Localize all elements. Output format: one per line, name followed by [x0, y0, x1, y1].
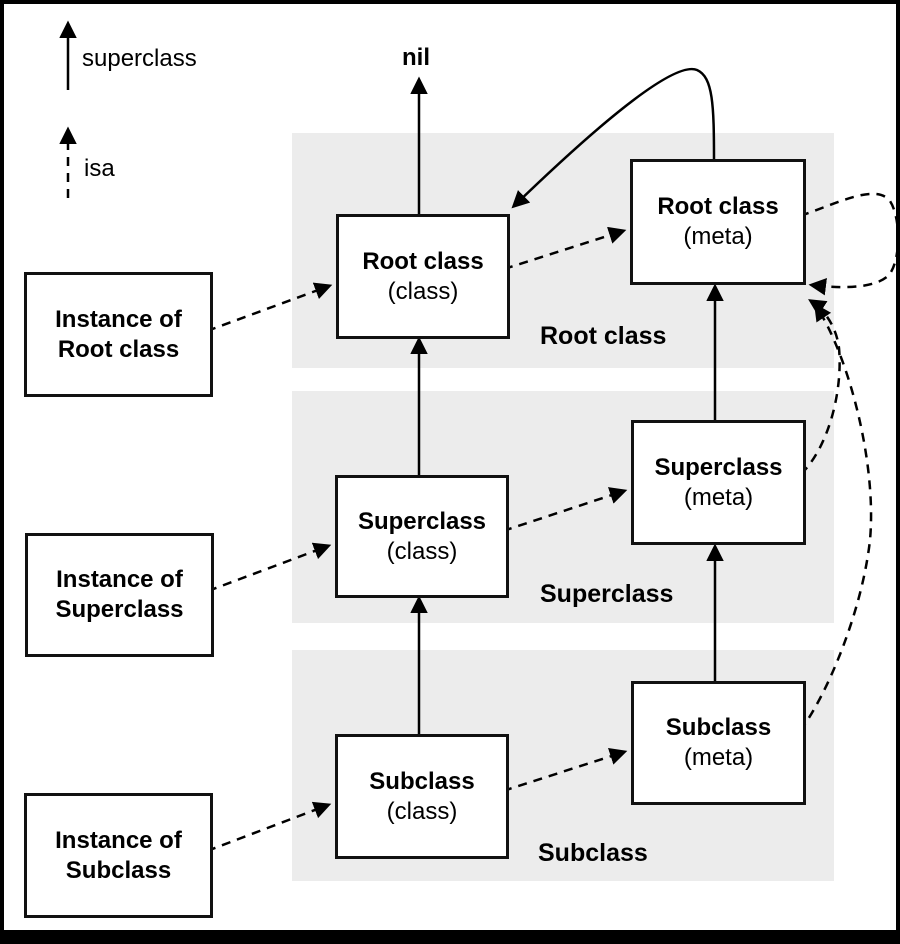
box-subtitle: (class): [386, 537, 458, 565]
box-label: Root class: [57, 335, 180, 363]
box-label: Subclass: [65, 856, 172, 884]
box-label: Superclass: [55, 596, 184, 623]
box-title: Superclass: [654, 453, 783, 481]
box-subtitle: (meta): [683, 483, 754, 511]
box-instance-of-superclass: Instance of Superclass: [25, 533, 214, 657]
box-label: Instance of: [55, 305, 182, 333]
legend-superclass-label: superclass: [82, 45, 197, 72]
box-instance-of-subclass: Instance of Subclass: [24, 793, 213, 918]
box-label: Instance of: [56, 566, 183, 593]
band-label-subclass: Subclass: [538, 839, 648, 867]
box-root-class-meta: Root class (meta): [630, 159, 806, 285]
box-label: Instance of: [55, 826, 182, 854]
box-superclass-meta: Superclass (meta): [631, 420, 806, 545]
box-superclass-class: Superclass (class): [335, 475, 509, 598]
box-title: Root class: [362, 247, 484, 275]
box-title: Subclass: [665, 714, 772, 741]
box-title: Root class: [657, 193, 779, 220]
box-instance-of-root-class: Instance of Root class: [24, 272, 213, 397]
box-subclass-meta: Subclass (meta): [631, 681, 806, 805]
box-subtitle: (class): [387, 277, 459, 305]
band-label-root-class: Root class: [540, 322, 667, 350]
box-subtitle: (meta): [683, 744, 754, 771]
box-root-class-class: Root class (class): [336, 214, 510, 339]
box-title: Subclass: [369, 767, 475, 795]
box-subtitle: (class): [386, 797, 458, 825]
box-title: Superclass: [357, 507, 487, 535]
box-subclass-class: Subclass (class): [335, 734, 509, 859]
band-label-superclass: Superclass: [540, 580, 674, 608]
box-subtitle: (meta): [683, 223, 753, 250]
legend-isa-label: isa: [84, 155, 115, 182]
nil-label: nil: [402, 44, 430, 71]
